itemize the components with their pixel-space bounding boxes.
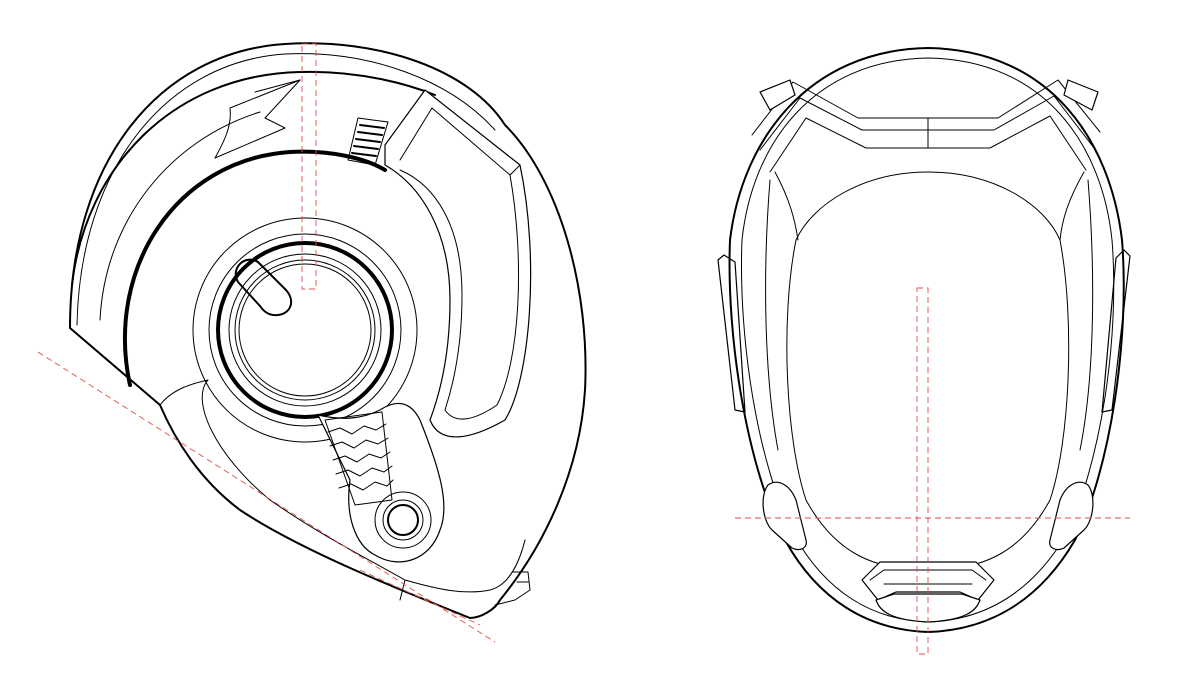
front-top-right-tab	[1063, 79, 1099, 111]
side-strap-arm	[317, 402, 445, 563]
front-visor-side-r	[1079, 179, 1094, 451]
side-vertical-guide	[301, 43, 317, 290]
side-diagonal-guide	[37, 351, 496, 643]
side-diagonal-guide-2	[359, 569, 481, 626]
helmet-side-view	[37, 42, 587, 643]
side-ear-knob	[234, 258, 293, 317]
side-shell-outline	[69, 42, 587, 619]
side-strap-button-mid	[382, 499, 424, 541]
side-ear-ring-heavy	[216, 241, 394, 419]
side-inner-panel	[99, 111, 261, 321]
side-shell-rim	[76, 53, 496, 326]
front-left-ear-tab	[717, 254, 746, 413]
side-top-swoosh	[71, 70, 436, 286]
side-visor-edge	[509, 164, 521, 176]
side-ear-arc	[122, 149, 387, 387]
side-zigzag-strap	[324, 411, 394, 506]
front-top-left-tab	[759, 79, 796, 111]
side-rear-clip	[494, 571, 531, 606]
side-visor-inner	[399, 107, 520, 420]
side-ear-ring-inner	[238, 263, 372, 397]
side-ear-ring-outer	[192, 217, 418, 443]
front-left-cheek-pad	[762, 481, 807, 551]
side-ear-ring-2	[208, 233, 402, 427]
side-jaw-line	[404, 539, 526, 593]
front-visor-side-l	[765, 179, 779, 451]
front-vertical-guide	[916, 287, 929, 655]
front-top-ridge-mid	[759, 95, 1095, 151]
side-strap-button-outer	[374, 491, 432, 549]
side-strap-button-inner	[387, 504, 419, 536]
side-lower-plate	[159, 379, 406, 601]
front-right-cheek-pad	[1049, 481, 1094, 551]
helmet-front-view	[717, 47, 1131, 655]
front-visor-band	[774, 171, 1085, 241]
side-ear-ring-3	[228, 253, 382, 407]
side-vent-grill	[347, 117, 389, 166]
side-fin-inner	[254, 79, 301, 93]
side-visor-frame	[384, 89, 532, 438]
side-ear-ring-4	[234, 259, 376, 401]
side-fin	[214, 79, 301, 159]
